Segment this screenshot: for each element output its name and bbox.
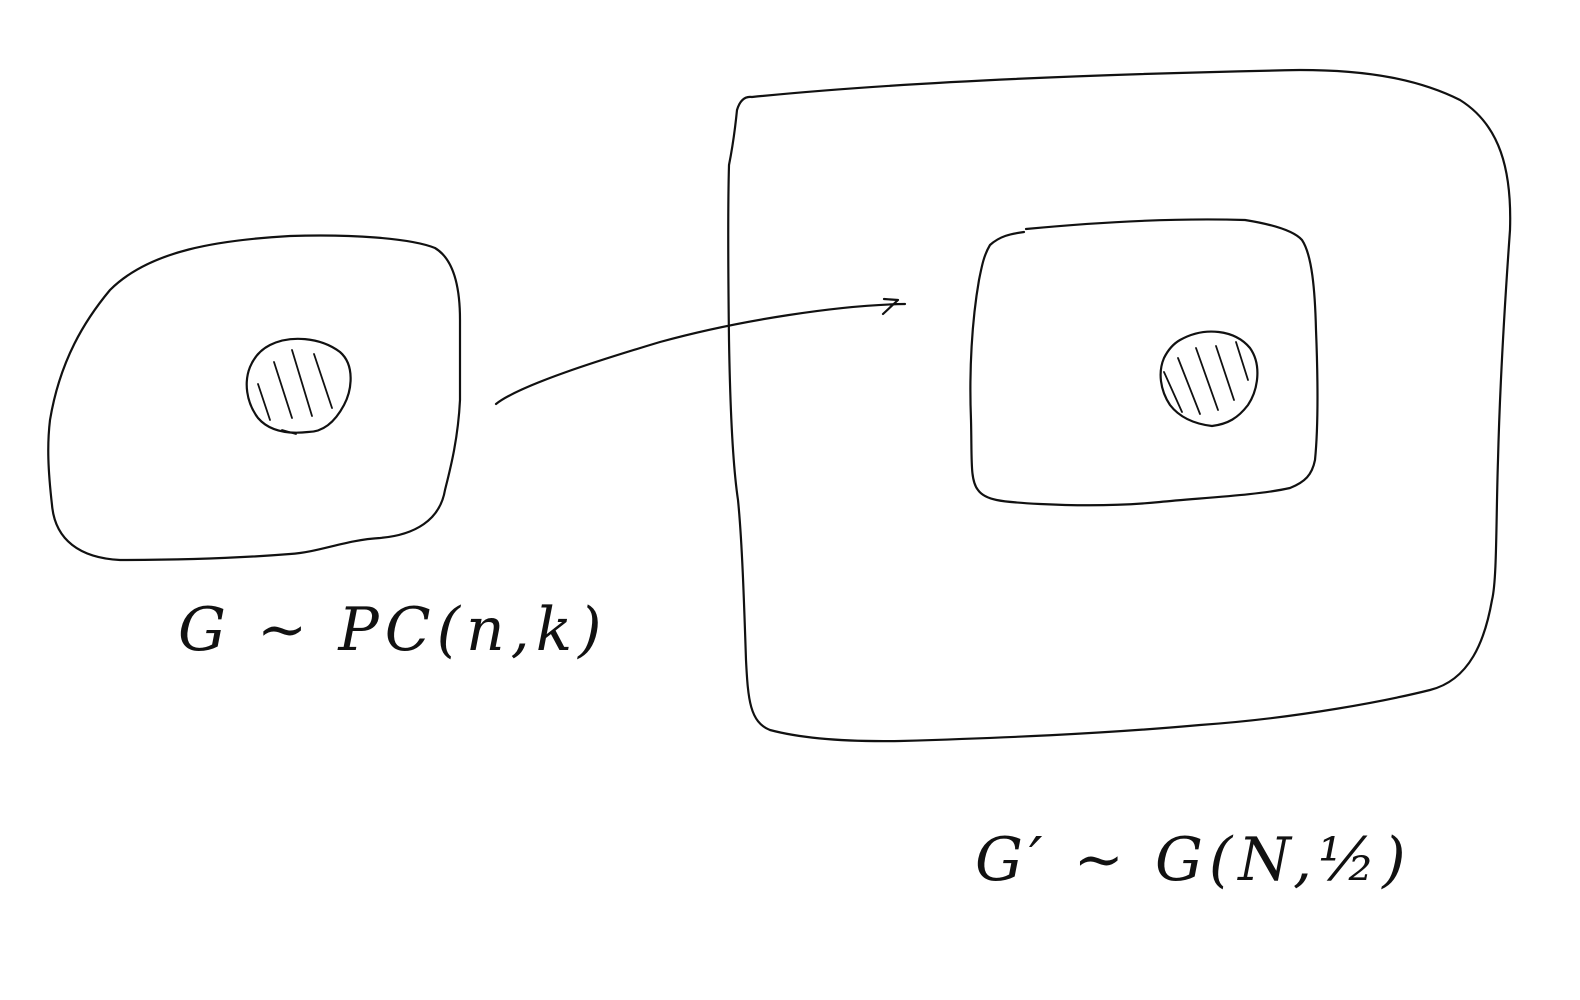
right-clique-hatch-2	[1177, 357, 1201, 415]
left-graph-label: G ~ PC(n,k)	[178, 595, 608, 665]
left-clique-hatch-3	[291, 349, 313, 417]
right-graph	[727, 68, 1512, 743]
embedding-arrow	[494, 297, 907, 406]
left-graph	[47, 234, 462, 562]
left-clique-hatch-2	[273, 361, 293, 419]
left-clique-tick	[281, 429, 297, 435]
right-inner-region	[969, 218, 1319, 507]
right-graph-boundary	[727, 68, 1512, 743]
right-clique-hatch-5	[1235, 341, 1249, 381]
left-graph-boundary	[47, 234, 462, 562]
right-clique-hatch-3	[1195, 347, 1219, 411]
left-clique-hatch-1	[257, 383, 271, 421]
right-planted-clique	[1159, 330, 1259, 428]
arrow-head	[881, 297, 900, 316]
arrow-shaft	[494, 302, 907, 406]
left-planted-clique	[245, 337, 352, 435]
right-clique-hatch-4	[1215, 345, 1235, 401]
right-clique-outline	[1159, 330, 1259, 428]
right-graph-label: G′ ~ G(N,½)	[975, 825, 1412, 895]
left-clique-outline	[245, 337, 352, 434]
right-clique-hatch-1	[1163, 371, 1183, 413]
left-clique-hatch-4	[313, 353, 333, 409]
